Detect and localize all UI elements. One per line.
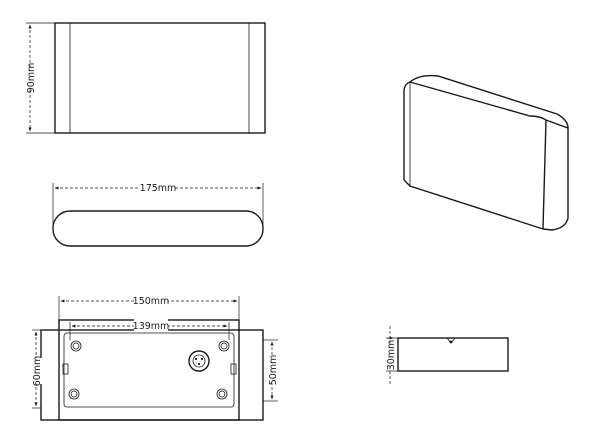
top-width-label: 175mm — [140, 183, 177, 194]
connector-icon — [188, 350, 210, 372]
front-height-label: 90mm — [26, 63, 37, 94]
side-depth-label: 30mm — [386, 340, 397, 371]
hole-height-label: 50mm — [268, 355, 279, 386]
back-plate-view: 150mm 139mm 60mm 50mm — [30, 294, 279, 421]
plate-width-label: 150mm — [133, 296, 170, 307]
screw-hole-icon — [68, 388, 80, 400]
perspective-view — [403, 74, 569, 231]
plate-height-label: 60mm — [32, 356, 43, 387]
hole-width-label: 139mm — [133, 321, 170, 332]
side-view: 30mm — [384, 326, 509, 384]
top-view: 175mm — [52, 181, 264, 247]
front-view: 90mm — [25, 22, 266, 134]
screw-hole-icon — [218, 340, 230, 352]
screw-hole-icon — [70, 340, 82, 352]
screw-hole-icon — [216, 388, 228, 400]
